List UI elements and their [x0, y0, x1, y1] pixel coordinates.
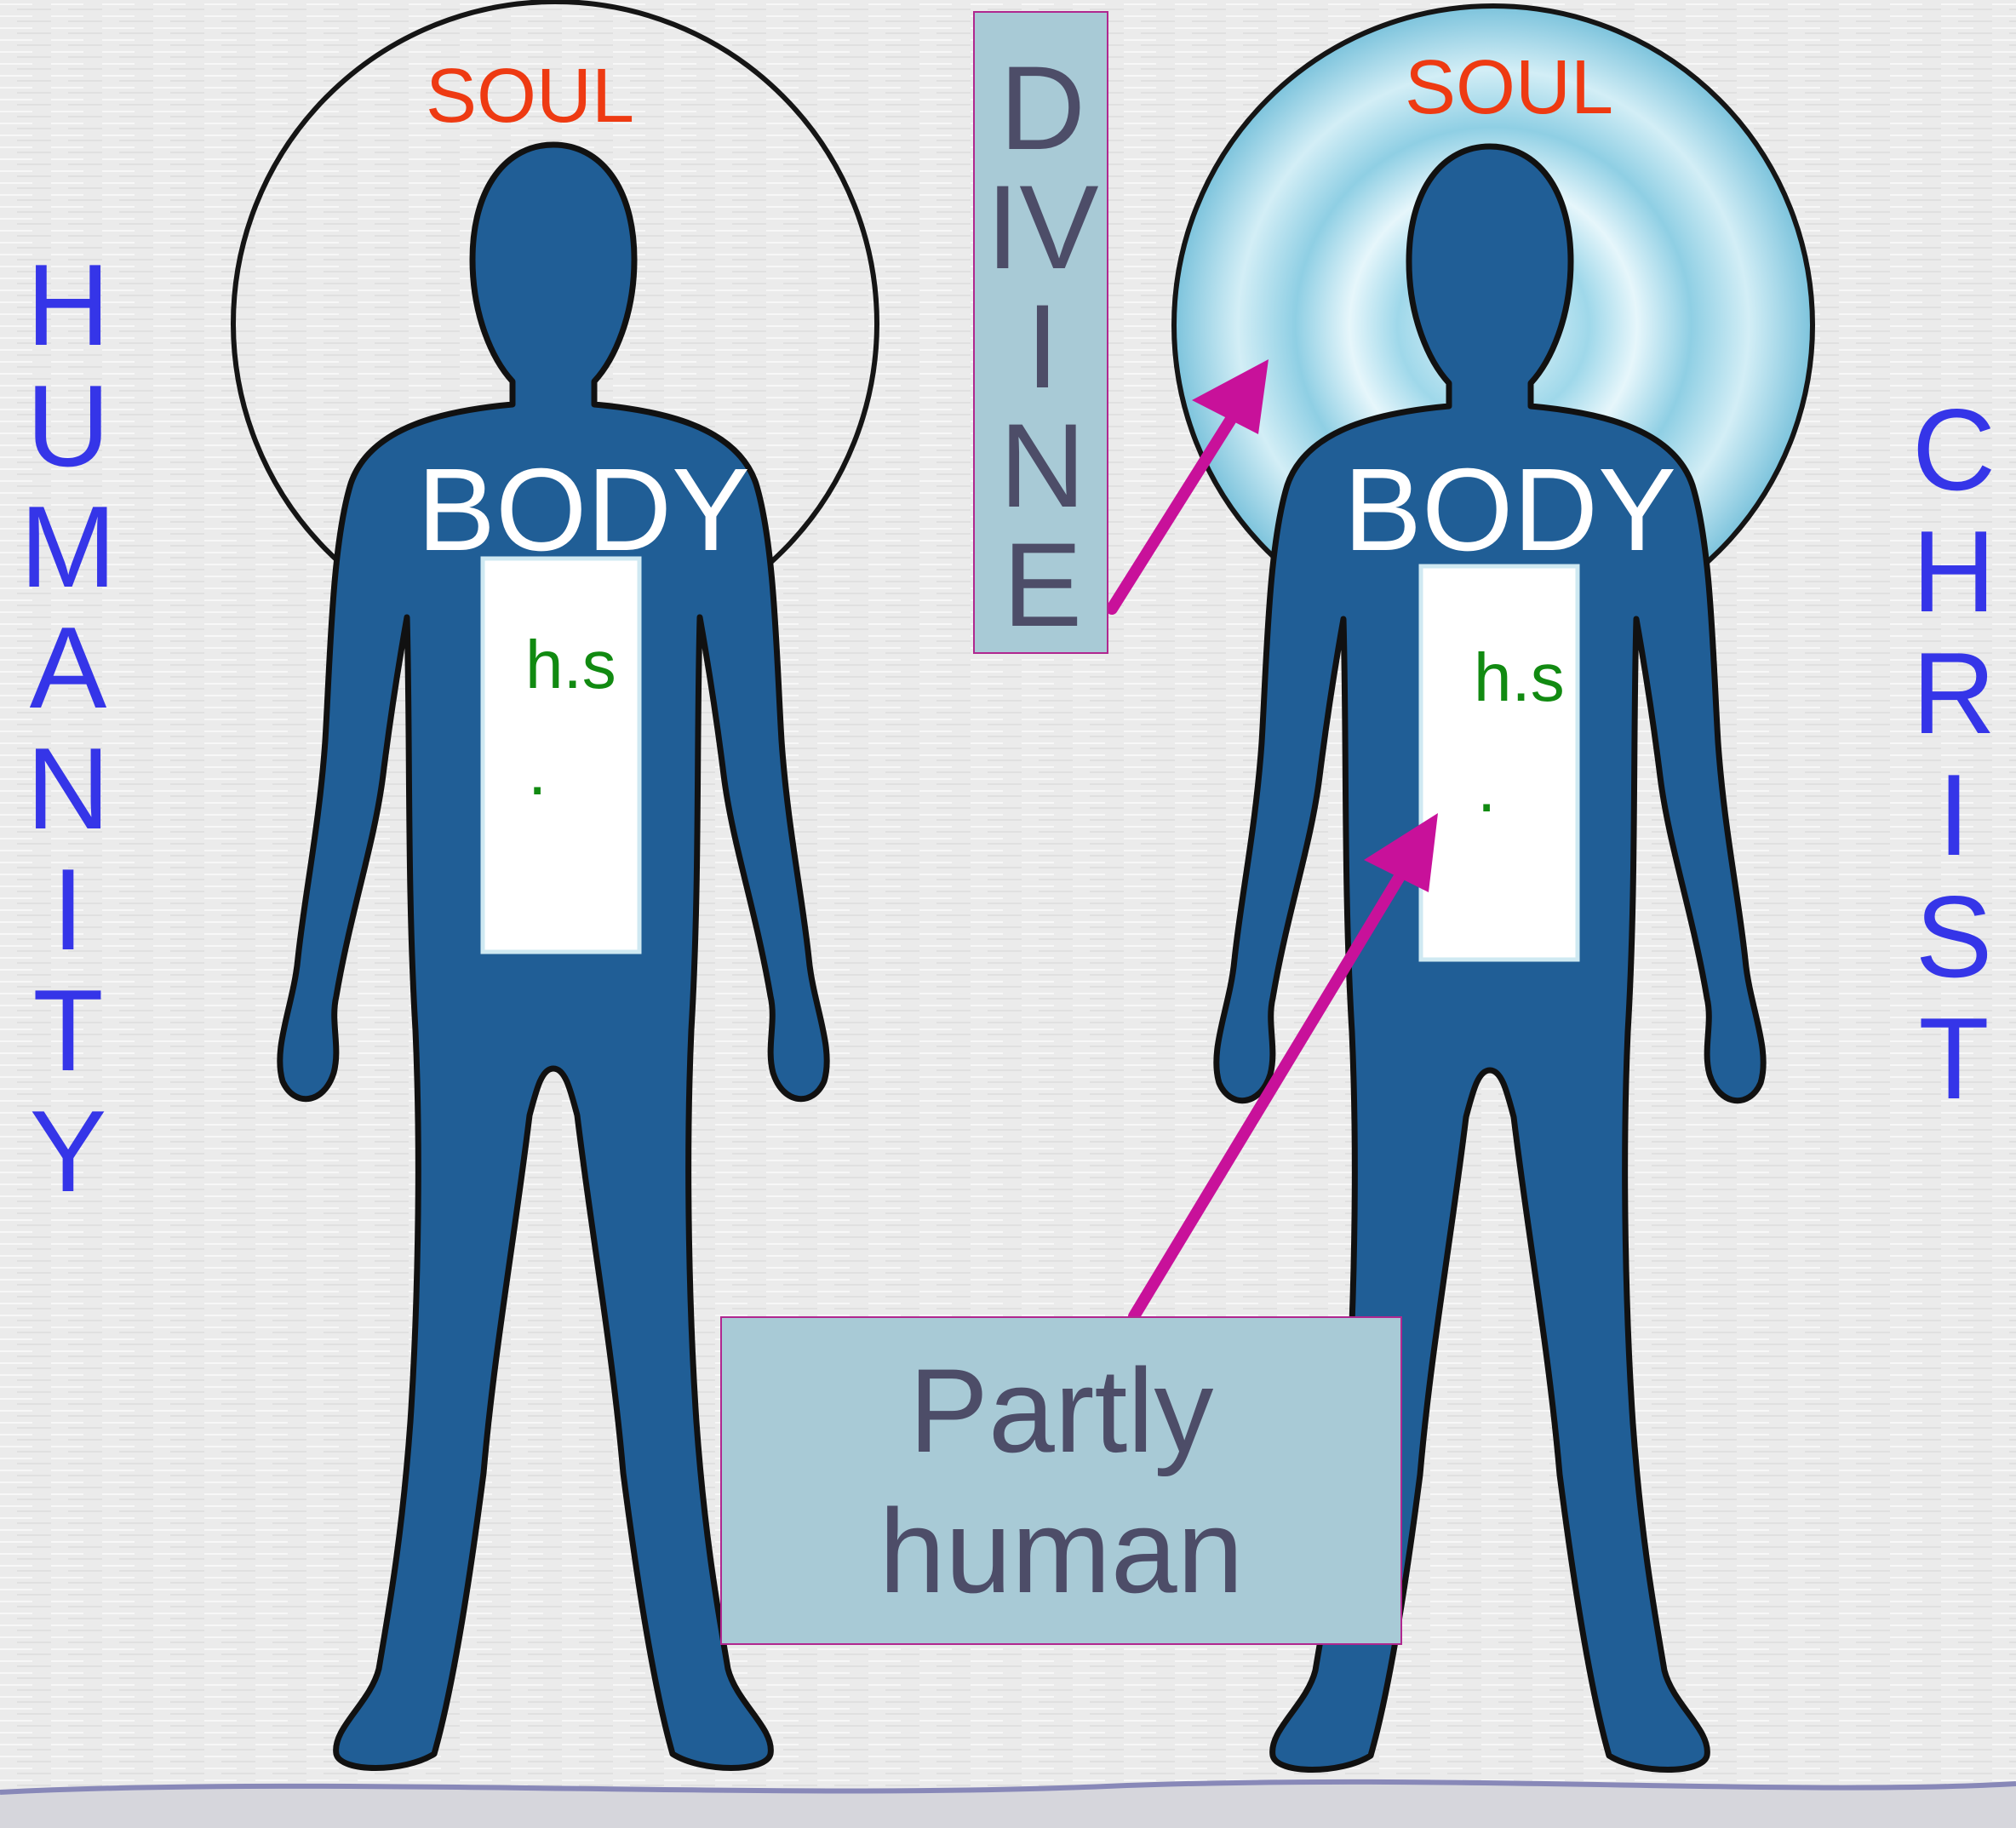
- left-soul-label: SOUL: [426, 53, 634, 140]
- christ-letter: T: [1918, 1000, 1989, 1122]
- left-body-label: BODY: [417, 443, 750, 578]
- christ-letter: R: [1912, 635, 1996, 757]
- humanity-letter: N: [26, 731, 110, 851]
- christ-letter: C: [1912, 392, 1996, 513]
- divine-letter: D: [999, 49, 1085, 168]
- right-box-dot: .: [1477, 749, 1496, 828]
- right-body-label: BODY: [1343, 443, 1676, 578]
- left-hs-label: h.s: [525, 626, 616, 704]
- left-heart-box: [483, 559, 639, 952]
- christ-letter: S: [1916, 879, 1993, 1000]
- divine-letter: E: [1003, 525, 1082, 645]
- humanity-letter: Y: [30, 1093, 107, 1214]
- humanity-letter: A: [30, 610, 107, 731]
- divine-callout: D IV I N E: [973, 11, 1108, 654]
- humanity-letter: M: [20, 489, 116, 610]
- humanity-letter: H: [26, 247, 110, 368]
- right-heart-box: [1421, 566, 1578, 960]
- left-box-dot: .: [528, 732, 547, 811]
- christ-letter: H: [1912, 513, 1996, 635]
- right-hs-label: h.s: [1474, 639, 1565, 717]
- divine-vertical-label: D IV I N E: [975, 49, 1110, 645]
- divine-letter: N: [999, 406, 1085, 525]
- humanity-letter: I: [52, 851, 84, 972]
- divine-letter: IV: [986, 168, 1098, 287]
- humanity-letter: U: [26, 368, 110, 489]
- divine-letter: I: [1026, 287, 1059, 406]
- christ-vertical-label: C H R I S T: [1894, 392, 2013, 1122]
- humanity-letter: T: [32, 972, 103, 1093]
- partly-human-line: Partly: [909, 1340, 1214, 1481]
- humanity-vertical-label: H U M A N I T Y: [9, 247, 128, 1214]
- partly-human-line: human: [879, 1481, 1243, 1621]
- right-soul-label: SOUL: [1405, 44, 1613, 132]
- christ-letter: I: [1938, 757, 1970, 879]
- partly-human-callout: Partly human: [720, 1316, 1402, 1645]
